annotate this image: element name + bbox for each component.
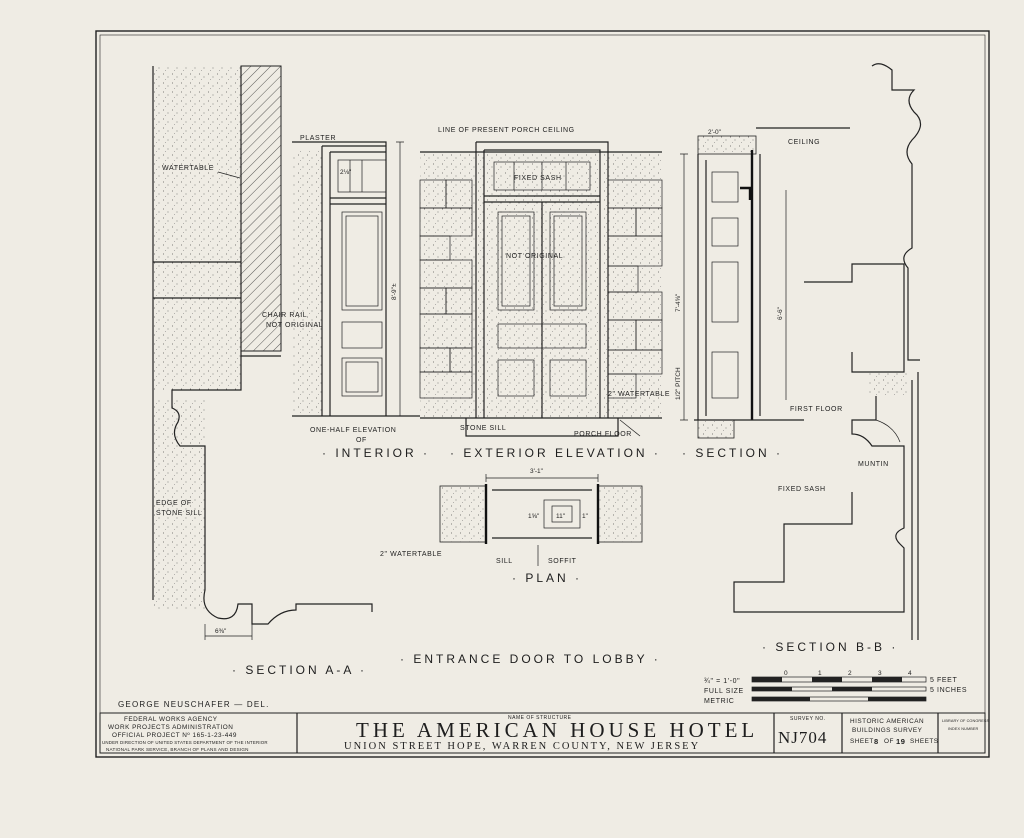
section-aa-drawing: WATERTABLE CHAIR RAIL NOT ORIGINAL EDGE … [152, 65, 373, 677]
habs-line-2: BUILDINGS SURVEY [852, 727, 923, 734]
edge-of-label: EDGE OF [156, 500, 192, 507]
soffit-label: SOFFIT [548, 558, 577, 565]
survey-caption: SURVEY NO. [790, 716, 826, 722]
scale-2-unit: 5 INCHES [930, 687, 967, 694]
pitch-label: 1/2" PITCH [675, 367, 682, 400]
of-label: OF [356, 437, 367, 444]
section-aa-title: · SECTION A-A · [232, 663, 367, 677]
delineator: GEORGE NEUSCHAFER — DEL. [118, 700, 270, 709]
exterior-title: · EXTERIOR ELEVATION · [450, 446, 661, 460]
exterior-elevation-drawing: LINE OF PRESENT PORCH CEILING FIXED SASH… [419, 127, 670, 460]
scale-1-unit: 5 FEET [930, 677, 957, 684]
ext-height-dim: 7'-4⅝" [675, 293, 682, 312]
habs-line-1: HISTORIC AMERICAN [850, 718, 924, 725]
stone-sill-low-label: STONE SILL [460, 425, 506, 432]
agency-line-4: UNDER DIRECTION OF UNITED STATES DEPARTM… [102, 740, 268, 745]
interior-elevation-drawing: PLASTER 8'-9"± 2⅛" ONE-HALF ELEVATION OF… [292, 135, 430, 460]
top-dim: 2'-0" [708, 129, 722, 136]
agency-line-2: WORK PROJECTS ADMINISTRATION [108, 724, 233, 731]
dim-small-2: 1⅝" [528, 513, 540, 520]
dim-small-4: 11" [556, 513, 566, 520]
sill-label: SILL [496, 558, 513, 565]
not-original-door-label: NOT ORIGINAL [506, 253, 563, 260]
scale-tick-1: 1 [818, 670, 822, 677]
of-sheets-label: OF [884, 738, 894, 745]
scale-tick-2: 2 [848, 670, 852, 677]
sheet-number: 8 [874, 737, 879, 746]
chair-rail-label: CHAIR RAIL [262, 312, 307, 319]
ceiling-label: CEILING [788, 139, 820, 146]
interior-title: · INTERIOR · [322, 446, 430, 460]
sheet-subject-title: · ENTRANCE DOOR TO LOBBY · [400, 652, 661, 666]
graphic-scales: ¾" = 1'-0" 0 1 2 3 4 5 FEET FULL SIZE 5 … [704, 670, 967, 705]
section-bb-title: · SECTION B-B · [762, 640, 898, 654]
section-bb-drawing: MUNTIN FIXED SASH · SECTION B-B · [733, 63, 922, 654]
interior-height-dim: 8'-9"± [391, 283, 398, 300]
scale-tick-4: 4 [908, 670, 912, 677]
library-line-2: INDEX NUMBER [948, 727, 978, 731]
porch-floor-label: PORCH FLOOR [574, 431, 632, 438]
fixed-sash-label: FIXED SASH [514, 175, 562, 182]
sheet-label: SHEET [850, 738, 874, 745]
section-drawing: 2'-0" CEILING 7'-4⅝" 6'-6" 1/2" PITCH FI… [675, 127, 850, 460]
structure-name: THE AMERICAN HOUSE HOTEL [356, 718, 758, 742]
title-block: FEDERAL WORKS AGENCY WORK PROJECTS ADMIN… [99, 712, 989, 754]
location: UNION STREET HOPE, WARREN COUNTY, NEW JE… [344, 741, 700, 752]
total-sheets: 19 [896, 737, 906, 746]
plan-width-dim: 3'-1" [530, 468, 544, 475]
plan-drawing: 3'-1" 1⅝" 1" 11" 2" WATERTABLE SILL SOFF… [380, 468, 643, 585]
section-title: · SECTION · [682, 446, 783, 460]
plan-title: · PLAN · [512, 571, 582, 585]
scale-3-label: METRIC [704, 698, 734, 705]
plaster-label: PLASTER [300, 135, 336, 142]
watertable-plan-label: 2" WATERTABLE [380, 551, 442, 558]
fixed-sash-bb-label: FIXED SASH [778, 486, 826, 493]
stone-sill-label: STONE SILL [156, 510, 202, 517]
name-caption: NAME OF STRUCTURE [508, 715, 572, 721]
watertable-label: WATERTABLE [162, 165, 214, 172]
dim-small-1: 2⅛" [340, 169, 352, 176]
sheet-border [95, 30, 990, 758]
agency-line-1: FEDERAL WORKS AGENCY [124, 716, 218, 723]
scale-1-label: ¾" = 1'-0" [704, 678, 740, 685]
one-half-label: ONE-HALF ELEVATION [310, 427, 396, 434]
section-aa-width: 6⅜" [215, 628, 227, 635]
sheets-label: SHEETS [910, 738, 939, 745]
survey-number: NJ704 [778, 728, 827, 747]
sec-height-dim: 6'-6" [777, 306, 784, 320]
porch-ceiling-label: LINE OF PRESENT PORCH CEILING [438, 127, 575, 134]
agency-line-3: OFFICIAL PROJECT Nº 165-1-23-449 [112, 732, 237, 739]
watertable-2in-label: 2" WATERTABLE [608, 391, 670, 398]
agency-line-5: NATIONAL PARK SERVICE, BRANCH OF PLANS A… [106, 747, 249, 752]
scale-tick-3: 3 [878, 670, 882, 677]
scale-2-label: FULL SIZE [704, 688, 744, 695]
dim-small-3: 1" [582, 513, 589, 520]
scale-tick-0: 0 [784, 670, 788, 677]
first-floor-label: FIRST FLOOR [790, 406, 843, 413]
muntin-label: MUNTIN [858, 461, 889, 468]
library-line-1: LIBRARY OF CONGRESS [942, 719, 989, 723]
